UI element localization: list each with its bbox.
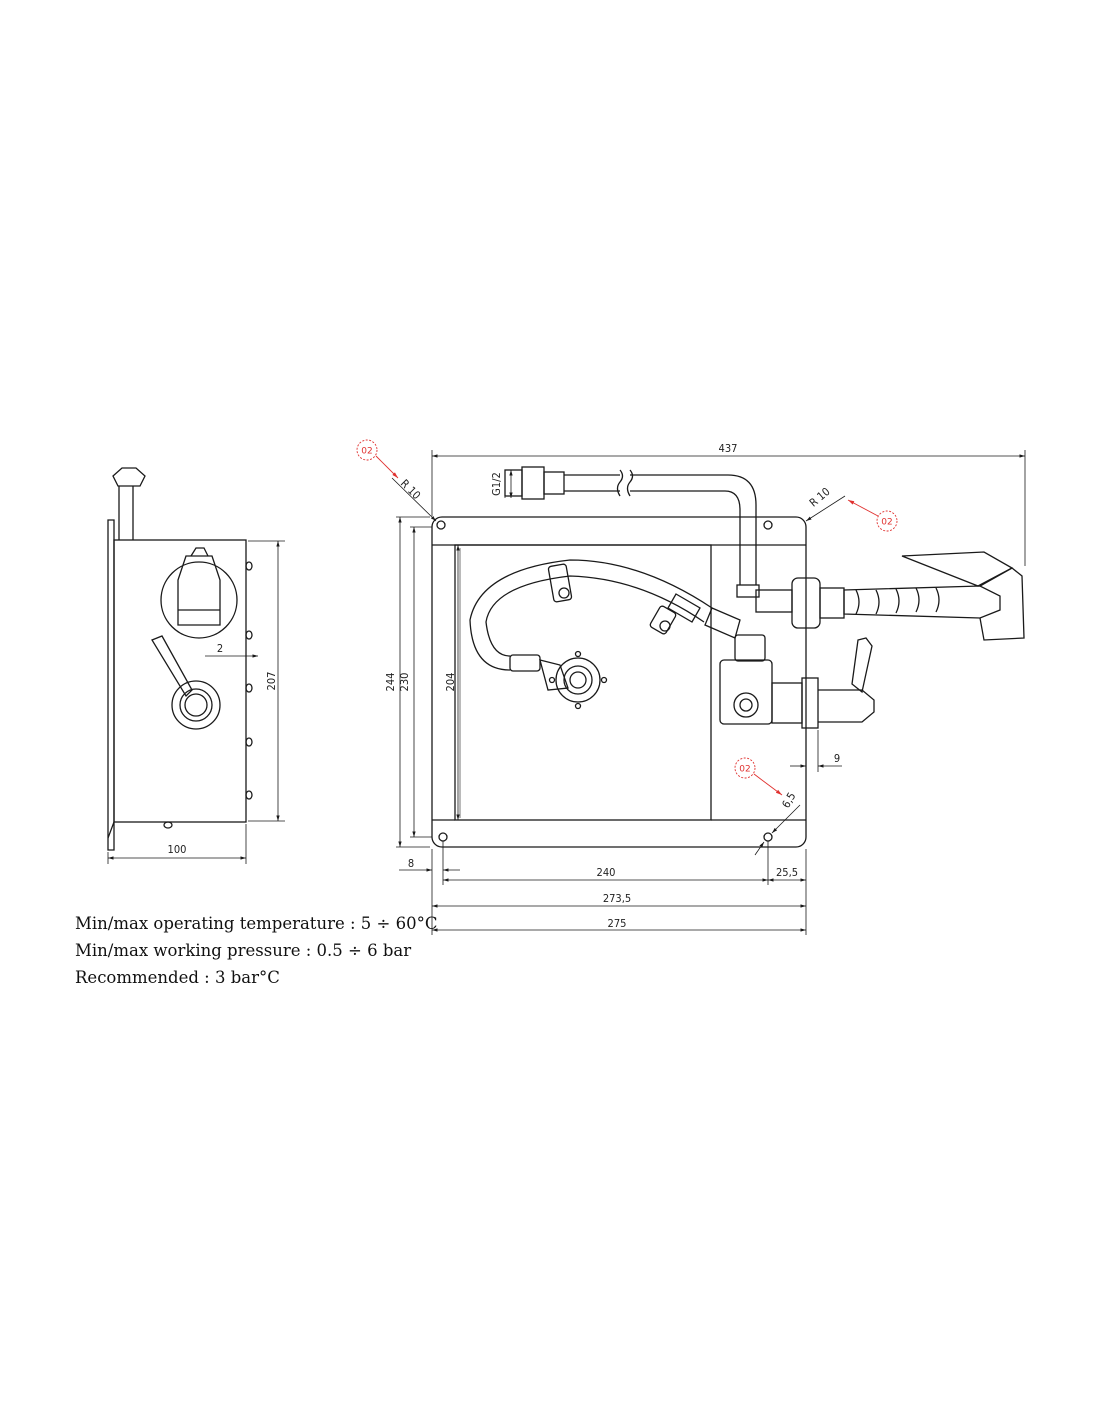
mid-width-label: 273,5: [603, 892, 631, 905]
center-holder: [548, 650, 608, 710]
valve-lever: [851, 637, 873, 694]
mid-height-label: 230: [398, 673, 411, 692]
front-view: [431, 466, 1025, 848]
callout-3: 02: [734, 757, 783, 796]
right-flange-label: 25,5: [776, 866, 798, 879]
outer-height-label: 244: [384, 673, 397, 692]
pipe-nut: [112, 467, 146, 487]
hose: [469, 559, 741, 691]
spray-holder-ring: [160, 561, 238, 639]
spray-head-side: [177, 555, 221, 626]
inlet-pipe: [118, 486, 134, 540]
left-flange-label: 8: [408, 857, 414, 870]
spec-notes: Min/max operating temperature : 5 ÷ 60°C…: [75, 910, 437, 991]
operating-temperature-spec: Min/max operating temperature : 5 ÷ 60°C: [75, 914, 438, 933]
corner-hole: [763, 520, 773, 530]
side-width-label: 100: [168, 843, 187, 856]
inner-box: [454, 544, 712, 821]
callout-label: 02: [739, 765, 750, 775]
inlet-fitting: [504, 466, 757, 585]
side-offset-label: 2: [217, 642, 223, 655]
radius-right-label: R 10: [807, 485, 833, 509]
side-valve-ring: [171, 680, 221, 730]
front-dimensions: [391, 450, 1026, 935]
working-pressure-spec: Min/max working pressure : 0.5 ÷ 6 bar: [75, 941, 412, 960]
corner-hole: [438, 832, 448, 842]
valve-offset-label: 9: [834, 752, 840, 765]
corner-hole: [436, 520, 446, 530]
callout-label: 02: [361, 447, 372, 457]
spray-trigger: [901, 551, 1014, 587]
side-body: [113, 539, 247, 823]
overall-width-label: 437: [719, 442, 738, 455]
callout-2: 02: [847, 499, 898, 532]
side-view: [107, 467, 253, 851]
side-lever: [151, 635, 193, 698]
side-screws: [163, 561, 253, 829]
recommended-pressure-spec: Recommended : 3 bar°C: [75, 968, 280, 987]
outer-width-label: 275: [608, 917, 627, 930]
inner-width-label: 240: [597, 866, 616, 879]
callout-1: 02: [356, 439, 399, 479]
outer-flange: [431, 516, 807, 848]
side-height-label: 207: [265, 672, 278, 691]
hole-diameter-label: 6,5: [779, 790, 798, 810]
wall-bracket: [107, 519, 115, 851]
callout-label: 02: [881, 518, 892, 528]
valve-assembly: [719, 584, 875, 729]
spray-gun: [755, 551, 1025, 641]
thread-label: G1/2: [490, 472, 503, 496]
radius-left-label: R 10: [398, 477, 423, 502]
corner-hole: [763, 832, 773, 842]
inner-height-label: 204: [444, 673, 457, 692]
side-dimensions: [107, 540, 285, 864]
